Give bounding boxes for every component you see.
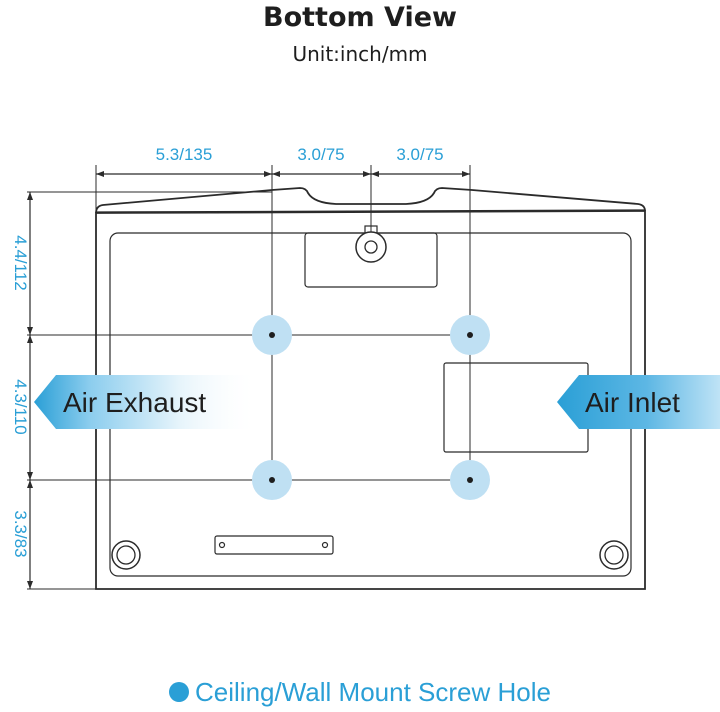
- air-exhaust-arrow: Air Exhaust: [34, 375, 258, 429]
- width-dimension-2: 3.0/75: [297, 145, 344, 164]
- height-dimension-line: [27, 192, 33, 589]
- height-dimension-2: 4.3/110: [11, 379, 30, 434]
- height-dimension-3: 3.3/83: [11, 510, 30, 557]
- screw-hole-top-right: [450, 315, 490, 355]
- height-dimension-1: 4.4/112: [11, 235, 30, 290]
- screw-hole-bottom-right: [450, 460, 490, 500]
- air-inlet-label: Air Inlet: [585, 387, 680, 418]
- air-inlet-arrow: Air Inlet: [557, 375, 720, 429]
- width-dimension-1: 5.3/135: [156, 145, 213, 164]
- legend: Ceiling/Wall Mount Screw Hole: [0, 677, 720, 708]
- width-dimension-3: 3.0/75: [396, 145, 443, 164]
- unit-label: Unit:inch/mm: [292, 42, 428, 66]
- width-dimension-line: [96, 171, 470, 177]
- air-exhaust-label: Air Exhaust: [63, 387, 206, 418]
- device-outline: [95, 187, 646, 590]
- screw-hole-top-left: [252, 315, 292, 355]
- screw-hole-legend-icon: [169, 682, 190, 702]
- diagram-title: Bottom View: [263, 2, 457, 33]
- legend-label: Ceiling/Wall Mount Screw Hole: [195, 677, 551, 707]
- screw-hole-bottom-left: [252, 460, 292, 500]
